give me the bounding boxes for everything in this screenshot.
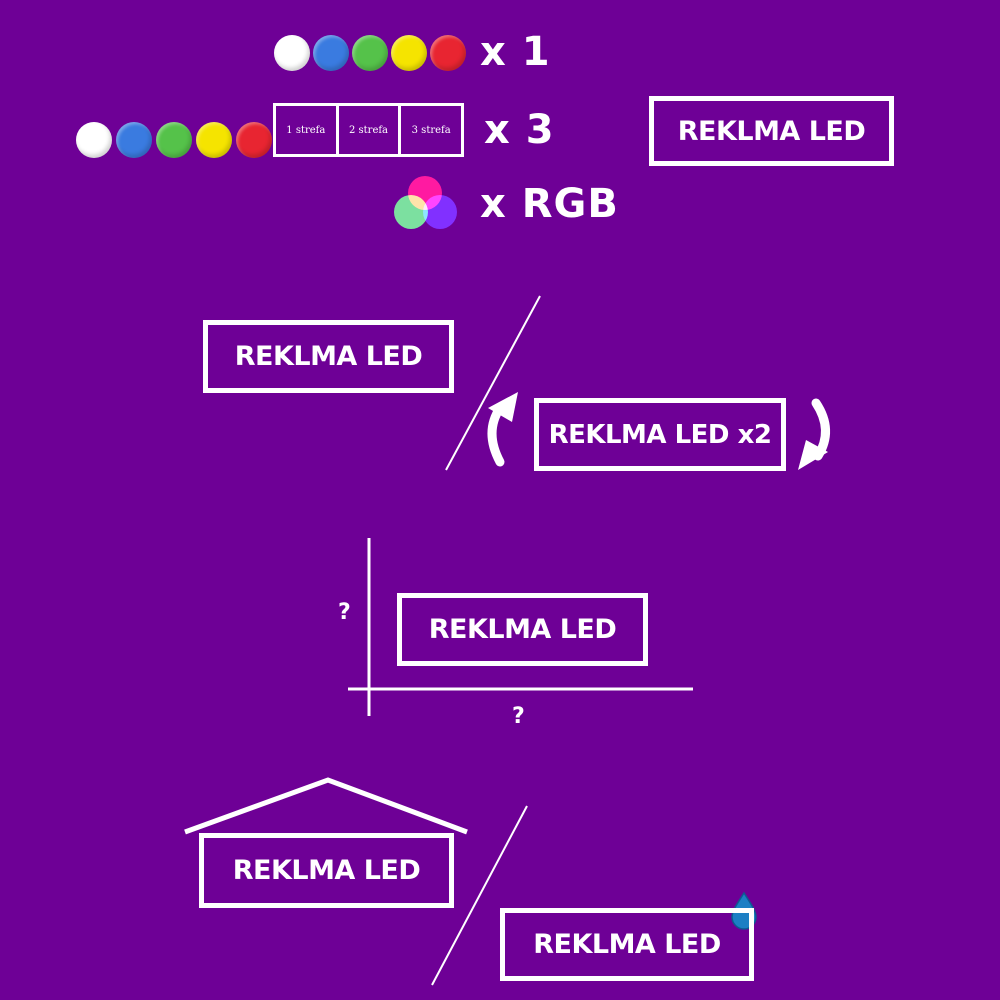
led-dot-blue	[116, 122, 152, 158]
sign-outdoor: REKLMA LED	[500, 908, 754, 981]
height-question-mark: ?	[338, 600, 351, 625]
multiplier-x3: x 3	[484, 107, 555, 153]
sign-double-front: REKLMA LED	[203, 320, 454, 393]
sign-top-right: REKLMA LED	[649, 96, 894, 166]
zone-strip: 1 strefa 2 strefa 3 strefa	[273, 103, 464, 157]
width-question-mark: ?	[512, 704, 525, 729]
sign-indoor: REKLMA LED	[199, 833, 454, 908]
led-dot-red	[236, 122, 272, 158]
sign-dimensions: REKLMA LED	[397, 593, 648, 666]
curved-arrow-down-icon	[798, 398, 830, 470]
zone-1: 1 strefa	[286, 124, 326, 136]
led-dot-blue	[313, 35, 349, 71]
multiplier-x1: x 1	[480, 29, 551, 75]
sign-double-back: REKLMA LED x2	[534, 398, 786, 471]
multiplier-rgb: x RGB	[480, 181, 619, 227]
indoor-outdoor-divider	[431, 805, 528, 986]
double-sided-divider	[445, 295, 541, 471]
led-dot-yellow	[391, 35, 427, 71]
led-dot-red	[430, 35, 466, 71]
roof-icon	[184, 777, 468, 835]
led-dot-green	[352, 35, 388, 71]
zone-2: 2 strefa	[335, 106, 399, 154]
curved-arrow-up-icon	[487, 392, 518, 467]
zone-3: 3 strefa	[398, 106, 461, 154]
led-dot-white	[76, 122, 112, 158]
rgb-circles-icon	[394, 176, 457, 229]
led-dot-white	[274, 35, 310, 71]
led-dot-green	[156, 122, 192, 158]
led-dot-yellow	[196, 122, 232, 158]
